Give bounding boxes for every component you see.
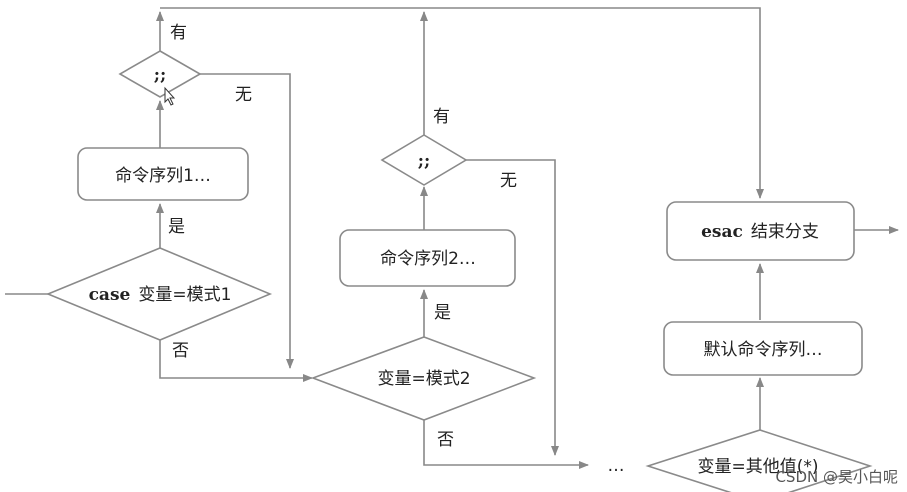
command-seq-1-text: 命令序列1… — [115, 166, 211, 186]
label-you-2: 有 — [433, 107, 450, 127]
semicolon-2-text: ;; — [418, 151, 431, 171]
node-esac: esac 结束分支 — [666, 201, 855, 261]
esac-label: 结束分支 — [751, 222, 819, 242]
label-fou-2: 否 — [437, 430, 454, 450]
watermark: CSDN @昊小白呢 — [775, 468, 898, 486]
edge-var2-no — [423, 420, 589, 469]
label-you-1: 有 — [170, 23, 187, 43]
node-semicolon-2: ;; — [380, 134, 468, 186]
node-case-decision: case 变量=模式1 — [45, 247, 273, 341]
other-value-text: 变量=其他值(*) — [697, 457, 818, 477]
default-commands-text: 默认命令序列… — [704, 340, 823, 360]
edge-case-no — [159, 340, 313, 382]
esac-text: esac 结束分支 — [701, 222, 819, 242]
pattern-2-text: 变量=模式2 — [377, 369, 470, 389]
label-shi-2: 是 — [434, 303, 451, 323]
node-default-commands: 默认命令序列… — [663, 321, 863, 376]
case-keyword: case — [89, 285, 131, 305]
case-condition: 变量=模式1 — [138, 285, 231, 305]
label-fou-1: 否 — [172, 341, 189, 361]
node-pattern-2-decision: 变量=模式2 — [310, 336, 537, 421]
edge-top-bus — [160, 7, 764, 199]
node-command-seq-2: 命令序列2… — [339, 229, 516, 287]
esac-keyword: esac — [701, 222, 743, 242]
label-shi-1: 是 — [168, 217, 185, 237]
edges — [5, 7, 899, 469]
node-command-seq-1: 命令序列1… — [77, 147, 249, 201]
label-wu-1: 无 — [235, 85, 252, 105]
semicolon-1-text: ;; — [154, 65, 167, 85]
node-semicolon-1: ;; — [118, 50, 202, 98]
command-seq-2-text: 命令序列2… — [380, 249, 476, 269]
case-decision-text: case 变量=模式1 — [89, 285, 232, 305]
node-other-value-decision: 变量=其他值(*) — [645, 429, 873, 492]
label-wu-2: 无 — [500, 171, 517, 191]
mouse-cursor-icon — [164, 86, 176, 106]
edge-semi1-no — [200, 73, 294, 369]
edge-semi2-no — [466, 159, 559, 456]
ellipsis: … — [608, 456, 625, 476]
